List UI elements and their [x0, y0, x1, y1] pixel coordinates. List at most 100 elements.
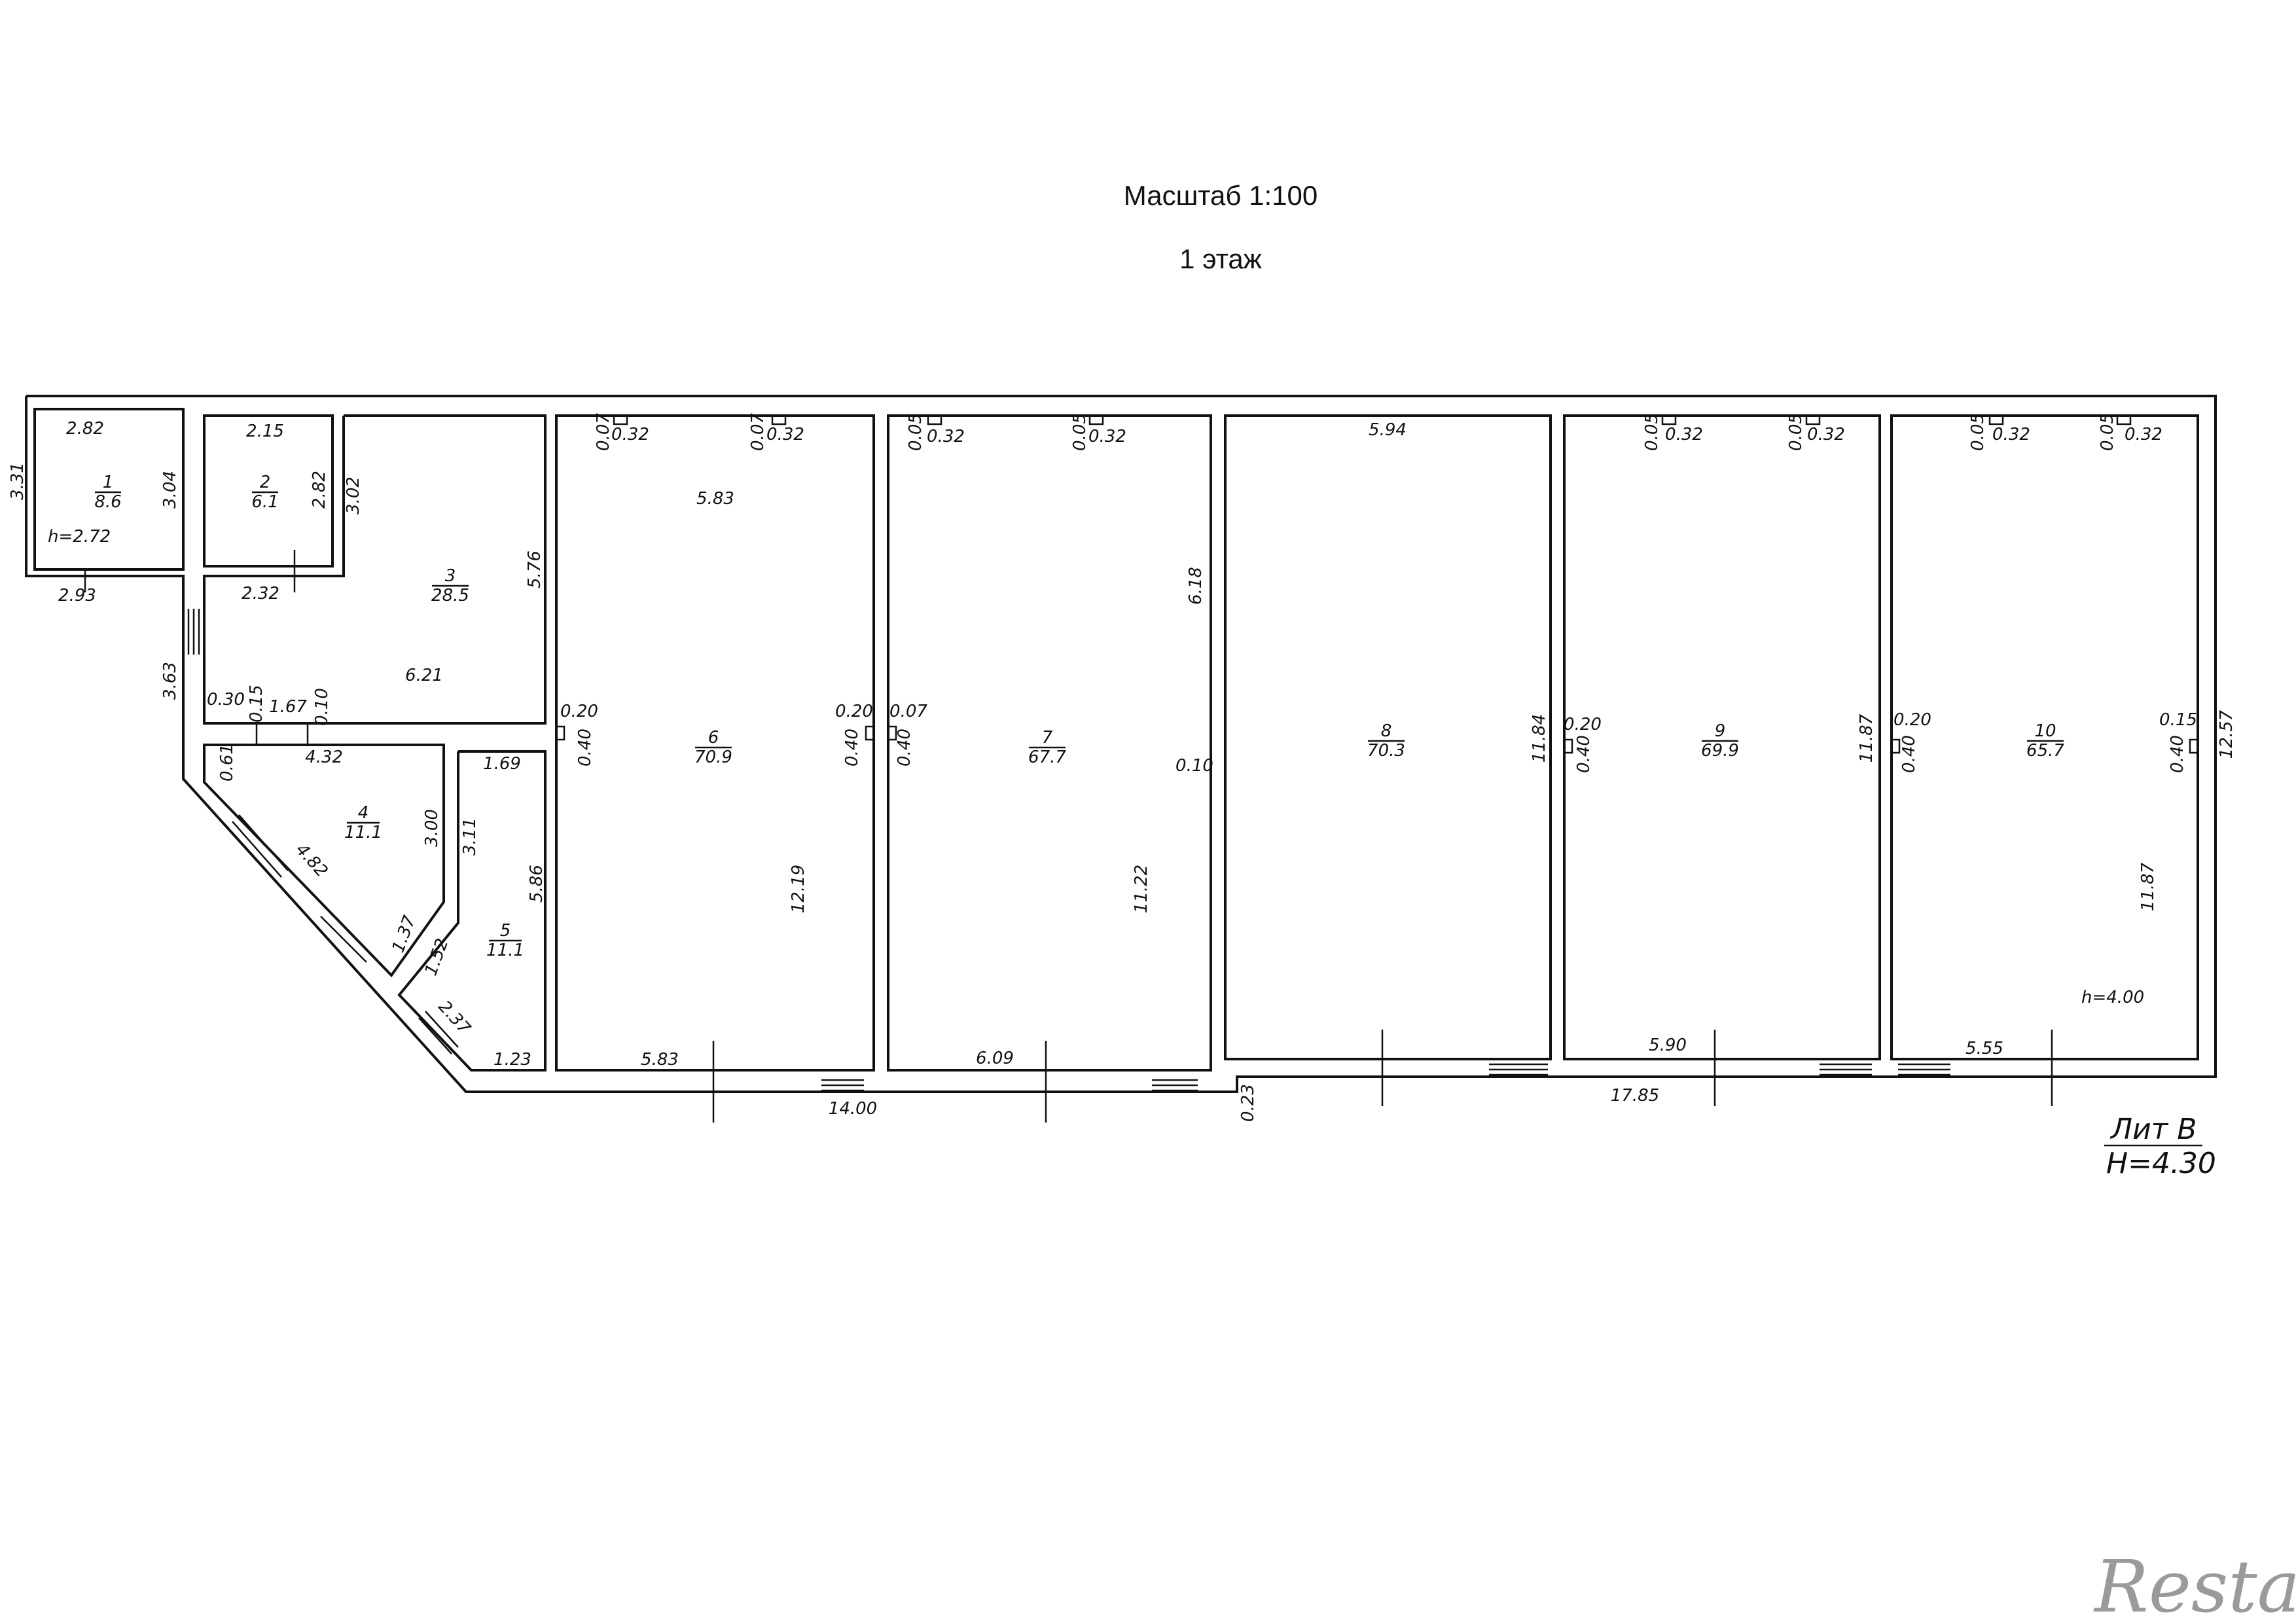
dimension-label: 0.40	[2168, 735, 2187, 773]
dimension-label: 5.90	[1649, 1036, 1687, 1055]
dimension-label: 6.09	[976, 1049, 1014, 1068]
room-label-1: 1 8.6	[94, 473, 121, 512]
room-1	[33, 408, 185, 571]
dimension-label: 6.18	[1186, 567, 1206, 605]
svg-text:2: 2	[260, 473, 271, 492]
wall-notches	[556, 416, 2198, 754]
dimension-label: 0.15	[2159, 710, 2197, 730]
svg-text:8.6: 8.6	[94, 492, 121, 512]
scale-title: Масштаб 1:100	[1124, 180, 1318, 211]
dimension-label: 6.21	[405, 666, 443, 685]
dimension-label: 0.20	[1893, 710, 1931, 730]
room-7	[887, 414, 1212, 1072]
dimension-label: 1.23	[493, 1050, 531, 1070]
dimension-label: 0.23	[1238, 1084, 1258, 1122]
dimension-label: 0.32	[1088, 427, 1126, 446]
svg-text:11.1: 11.1	[344, 823, 382, 842]
room-label-4: 4 11.1	[344, 803, 382, 842]
room-2	[203, 414, 334, 568]
dimension-label: 0.40	[1574, 735, 1594, 773]
svg-text:8: 8	[1381, 721, 1392, 741]
dimension-label: 0.20	[835, 702, 873, 721]
dimension-label: 5.83	[696, 489, 734, 509]
room-5	[397, 750, 547, 1072]
dimension-label: 0.05	[1642, 413, 1662, 451]
dimension-labels: 2.82 3.31 3.04 2.93 2.15 2.82 2.32 3.02 …	[8, 413, 2236, 1122]
dimension-label: 0.05	[906, 413, 925, 451]
room-labels: 1 8.6 2 6.1 3 28.5 4 11.1 5 11.1 6 70.9	[94, 473, 2064, 960]
svg-text:10: 10	[2034, 721, 2056, 741]
room-label-6: 6 70.9	[694, 728, 732, 767]
dimension-label: 11.84	[1530, 714, 1549, 763]
dimension-label: 0.07	[889, 702, 927, 721]
dimension-label: 0.40	[1899, 735, 1919, 773]
svg-text:65.7: 65.7	[2026, 741, 2064, 761]
dimension-label: 0.32	[611, 425, 649, 444]
dimension-label: 0.05	[1968, 413, 1988, 451]
dimension-label: 2.37	[434, 997, 474, 1038]
dimension-label: 1.67	[269, 697, 307, 717]
dimension-label: 12.19	[789, 865, 808, 913]
room-4	[203, 744, 445, 978]
floor-title: 1 этаж	[1179, 243, 1262, 274]
room-label-10: 10 65.7	[2026, 721, 2064, 761]
room-3	[203, 414, 547, 725]
svg-text:67.7: 67.7	[1028, 748, 1066, 767]
dimension-label: 5.76	[525, 550, 545, 588]
dimension-label: 5.86	[527, 865, 547, 903]
dimension-label: 0.32	[766, 425, 804, 444]
dimension-label: 0.05	[1786, 413, 1806, 451]
dimension-label: 0.32	[2125, 425, 2162, 444]
dimension-label: 2.15	[246, 422, 284, 441]
room-label-8: 8 70.3	[1367, 721, 1405, 761]
litera-block: Лит В H=4.30	[2104, 1113, 2216, 1180]
dimension-label: 0.40	[842, 729, 862, 766]
dimension-label: 5.83	[641, 1050, 679, 1070]
dimension-label: 3.63	[160, 662, 180, 700]
svg-text:6: 6	[708, 728, 719, 748]
room-6	[555, 414, 875, 1072]
dimension-label: 0.40	[895, 729, 914, 766]
dimension-label: 11.87	[2138, 862, 2158, 911]
dimension-label: 1.52	[421, 936, 452, 979]
dimension-label: 3.31	[8, 462, 27, 500]
svg-text:69.9: 69.9	[1701, 741, 1739, 761]
room-label-7: 7 67.7	[1028, 728, 1066, 767]
dimension-label: 3.11	[460, 818, 480, 856]
dimension-label: 0.20	[560, 702, 598, 721]
dimension-label: 0.32	[1807, 425, 1845, 444]
dimension-label: 5.55	[1965, 1039, 2003, 1058]
dimension-label: 11.87	[1857, 713, 1876, 763]
dimension-label: 3.04	[160, 471, 180, 509]
svg-text:9: 9	[1715, 721, 1726, 741]
room-label-2: 2 6.1	[251, 473, 278, 512]
dimension-label: 0.15	[247, 685, 266, 723]
dimension-label: 2.32	[242, 584, 279, 604]
svg-text:28.5: 28.5	[431, 586, 469, 605]
dimension-label: 0.32	[1992, 425, 2030, 444]
dimension-label: 14.00	[829, 1099, 877, 1119]
dimension-label: 0.07	[594, 413, 613, 451]
svg-text:70.3: 70.3	[1367, 741, 1405, 761]
svg-text:3: 3	[445, 566, 456, 586]
dimension-label: 0.10	[1175, 756, 1213, 776]
door-marks	[84, 550, 2053, 1123]
svg-text:70.9: 70.9	[694, 748, 732, 767]
dimension-label: 2.82	[310, 471, 329, 509]
dimension-label: 0.40	[575, 729, 595, 766]
svg-text:7: 7	[1042, 728, 1053, 748]
height-room-10: h=4.00	[2081, 988, 2144, 1007]
svg-text:5: 5	[500, 921, 511, 941]
dimension-label: 3.02	[344, 477, 363, 514]
room-10	[1890, 414, 2199, 1060]
room-9	[1563, 414, 1881, 1060]
dimension-label: 12.57	[2217, 710, 2236, 759]
svg-text:6.1: 6.1	[251, 492, 278, 512]
dimension-label: 11.22	[1132, 865, 1151, 913]
litera-label: Лит В	[2109, 1113, 2197, 1146]
dimension-label: 2.82	[66, 419, 104, 439]
dimension-label: 0.10	[312, 688, 332, 726]
room-label-3: 3 28.5	[431, 566, 469, 605]
dimension-label: 0.05	[1070, 413, 1090, 451]
dimension-label: 1.37	[388, 913, 420, 956]
